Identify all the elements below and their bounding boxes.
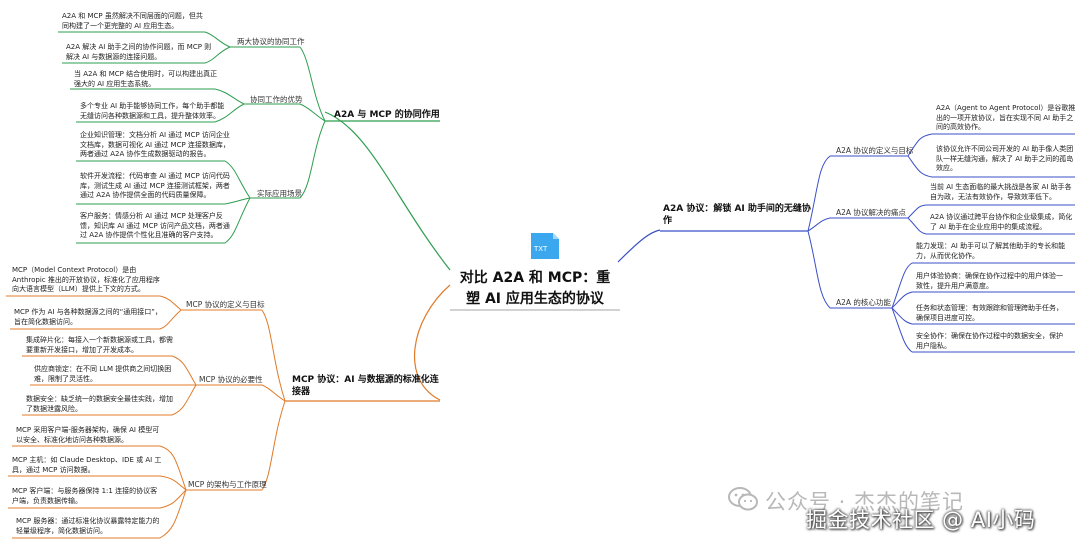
branch-mcp-line2: 接器 [292,387,311,397]
branch-mcp: MCP 协议：AI 与数据源的标准化连 接器 [292,374,439,398]
synergy-leaf-2-2: 多个专业 AI 助手能够协同工作，每个助手都能无缝访问各种数据源和工具，提升整体… [80,102,225,120]
mcp-sub2: MCP 协议的必要性 [199,375,263,384]
synergy-leaf-2-1: 当 A2A 和 MCP 结合使用时，可以构建出真正强大的 AI 应用生态系统。 [74,70,218,88]
mcp-leaf-3-2: MCP 主机：如 Claude Desktop、IDE 或 AI 工具，通过 M… [12,456,162,474]
link-synergy-sub1 [299,46,326,122]
mcp-leaf-2-1: 集成碎片化：每接入一个新数据源或工具，都需要重新开发接口，增加了开发成本。 [26,336,173,354]
root-title: 对比 A2A 和 MCP：重 塑 AI 应用生态的协议 [452,268,618,310]
a2a-leaf-3-2: 用户体验协商：确保在协作过程中的用户体验一致性，提升用户满意度。 [916,272,1063,290]
synergy-leaf-3-1: 企业知识管理：文档分析 AI 通过 MCP 访问企业文档库，数据可视化 AI 通… [80,131,230,159]
wechat-icon [728,487,758,511]
root-line1: 对比 A2A 和 MCP：重 [459,270,611,286]
link-mcp-sub1 [261,309,286,402]
branch-synergy: A2A 与 MCP 的协同作用 [334,110,440,120]
synergy-sub3: 实际应用场景 [257,189,302,198]
a2a-leaf-2-1: 当前 AI 生态面临的最大挑战是各家 AI 助手各自为政，无法有效协作，导致效率… [930,183,1072,201]
link-root-mcp [414,284,451,401]
mcp-leaf-3-3: MCP 客户端：与服务器保持 1:1 连接的协议客户端，负责数据传输。 [12,487,158,505]
link-synergy-sub3 [299,120,326,199]
link-root-a2a [617,229,661,263]
mcp-sub1: MCP 协议的定义与目标 [186,300,265,309]
mcp-leaf-1-2: MCP 作为 AI 与各种数据源之间的“通用接口”，旨在简化数据访问。 [14,308,162,326]
link-synergy-sub2 [299,103,326,122]
synergy-leaf-3-3: 客户服务：情感分析 AI 通过 MCP 处理客户反馈，知识库 AI 通过 MCP… [80,212,230,240]
link-a2a-sub1 [807,155,831,232]
link-root-synergy [324,111,451,271]
watermark-wechat: 公众号 · 杰杰的笔记 [765,490,965,514]
mcp-leaf-2-2: 供应商锁定：在不同 LLM 提供商之间切换困难，限制了灵活性。 [34,365,172,383]
a2a-sub3: A2A 的核心功能 [836,298,891,307]
synergy-leaf-1-1: A2A 和 MCP 虽然解决不同层面的问题，但共同构建了一个更完整的 AI 应用… [62,12,203,30]
a2a-sub1: A2A 协议的定义与目标 [836,146,914,155]
a2a-leaf-3-1: 能力发现：AI 助手可以了解其他助手的专长和能力，从而优化协作。 [916,242,1066,260]
branch-a2a: A2A 协议：解锁 AI 助手间的无缝协 作 [663,203,811,227]
a2a-leaf-3-4: 安全协作：确保在协作过程中的数据安全，保护用户隐私。 [916,332,1063,350]
synergy-sub2: 协同工作的优势 [250,95,303,104]
a2a-leaf-3-3: 任务和状态管理：有效跟踪和管理跨助手任务，确保项目进度可控。 [916,304,1063,322]
a2a-leaf-1-2: 该协议允许不同公司开发的 AI 助手像人类团队一样无缝沟通，解决了 AI 助手之… [936,145,1074,173]
branch-a2a-line1: A2A 协议：解锁 AI 助手间的无缝协 [663,204,811,214]
a2a-sub2: A2A 协议解决的痛点 [836,208,906,217]
synergy-leaf-1-2: A2A 解决 AI 助手之间的协作问题，而 MCP 则解决 AI 与数据源的连接… [66,43,212,61]
mcp-leaf-2-3: 数据安全：缺乏统一的数据安全最佳实践，增加了数据泄露风险。 [26,395,173,413]
txt-icon-label: TXT [533,245,548,253]
link-a2a-sub2 [807,217,831,232]
branch-mcp-line1: MCP 协议：AI 与数据源的标准化连 [292,375,439,385]
mcp-leaf-3-1: MCP 采用客户端-服务器架构，确保 AI 模型可以安全、标准化地访问各种数据源… [16,426,160,444]
txt-file-icon: TXT [531,233,559,259]
a2a-leaf-2-2: A2A 协议通过跨平台协作和企业级集成，简化了 AI 助手在企业应用中的集成流程… [930,213,1073,231]
mcp-leaf-3-4: MCP 服务器：通过标准化协议暴露特定能力的轻量级程序，简化数据访问。 [16,517,160,535]
a2a-leaf-1-1: A2A（Agent to Agent Protocol）是谷歌推出的一项开放协议… [936,104,1076,132]
link-mcp-sub2 [261,384,286,402]
mcp-sub3: MCP 的架构与工作原理 [188,480,267,489]
branch-a2a-line2: 作 [663,216,673,226]
root-line2: 塑 AI 应用生态的协议 [466,291,604,307]
synergy-leaf-3-2: 软件开发流程：代码审查 AI 通过 MCP 访问代码库，测试生成 AI 通过 M… [80,172,230,200]
link-a2a-sub3 [807,230,831,309]
link-mcp-sub3 [261,400,286,491]
mcp-leaf-1-1: MCP（Model Context Protocol）是由 Anthropic … [12,266,160,294]
watermark-juejin: 掘金技术社区 @ AI小码 [806,508,1036,532]
synergy-sub1: 两大协议的协同工作 [237,37,305,46]
